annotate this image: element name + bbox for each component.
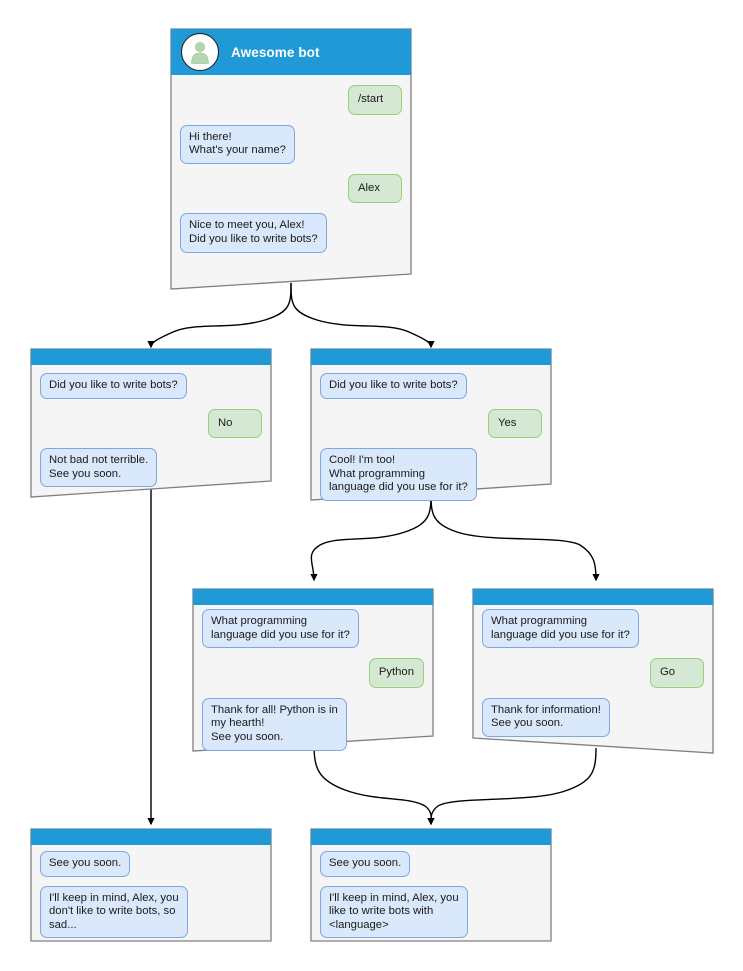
message-row: I'll keep in mind, Alex, you don't like … <box>40 885 262 939</box>
bot-message-bubble: Not bad not terrible. See you soon. <box>40 448 158 488</box>
chat-body-python-branch: What programming language did you use fo… <box>192 605 434 761</box>
bot-message-bubble: Thank for all! Python is in my hearth! S… <box>202 697 347 751</box>
chat-body-yes-branch: Did you like to write bots? Yes Cool! I'… <box>310 365 552 511</box>
bot-message-bubble: See you soon. <box>40 851 131 877</box>
message-row: Hi there! What's your name? <box>180 124 402 164</box>
user-message-bubble[interactable]: Go <box>650 658 704 688</box>
chat-card-no-branch[interactable]: Did you like to write bots? No Not bad n… <box>30 348 272 498</box>
card-header-root: Awesome bot <box>171 29 411 75</box>
card-header-no-branch <box>31 349 271 365</box>
message-row: See you soon. <box>320 851 542 877</box>
user-message-bubble[interactable]: Python <box>368 658 424 688</box>
bot-message-bubble: What programming language did you use fo… <box>202 609 359 649</box>
message-row: Did you like to write bots? <box>320 373 542 399</box>
user-message-bubble[interactable]: Alex <box>348 173 402 204</box>
user-message-bubble[interactable]: No <box>208 408 262 439</box>
bot-message-bubble: Cool! I'm too! What programming language… <box>320 448 477 501</box>
chat-body-go-branch: What programming language did you use fo… <box>472 605 714 747</box>
message-row: Thank for information! See you soon. <box>482 697 704 737</box>
bot-message-bubble: Nice to meet you, Alex! Did you like to … <box>180 213 327 253</box>
message-row: Cool! I'm too! What programming language… <box>320 448 542 501</box>
message-row: Did you like to write bots? <box>40 373 262 399</box>
chat-card-root[interactable]: Awesome bot /start Hi there! What's your… <box>170 28 412 290</box>
chat-card-end-happy[interactable]: See you soon. I'll keep in mind, Alex, y… <box>310 828 552 942</box>
bot-message-bubble: I'll keep in mind, Alex, you like to wri… <box>320 885 468 939</box>
bot-message-bubble: Thank for information! See you soon. <box>482 697 610 737</box>
message-row: Go <box>482 658 704 688</box>
bot-name-label: Awesome bot <box>231 44 320 60</box>
bot-message-bubble: Did you like to write bots? <box>40 373 187 399</box>
chat-body-end-sad: See you soon. I'll keep in mind, Alex, y… <box>30 845 272 948</box>
message-row: What programming language did you use fo… <box>202 609 424 649</box>
message-row: Not bad not terrible. See you soon. <box>40 448 262 488</box>
card-header-end-happy <box>311 829 551 845</box>
edge-root-to-yes <box>290 282 435 349</box>
chat-card-go-branch[interactable]: What programming language did you use fo… <box>472 588 714 754</box>
message-row: What programming language did you use fo… <box>482 609 704 649</box>
bot-message-bubble: I'll keep in mind, Alex, you don't like … <box>40 885 188 939</box>
card-header-python-branch <box>193 589 433 605</box>
bot-message-bubble: Hi there! What's your name? <box>180 124 295 164</box>
message-row: /start <box>180 85 402 115</box>
message-row: Nice to meet you, Alex! Did you like to … <box>180 213 402 253</box>
chat-body-end-happy: See you soon. I'll keep in mind, Alex, y… <box>310 845 552 948</box>
bot-message-bubble: Did you like to write bots? <box>320 373 467 399</box>
message-row: Thank for all! Python is in my hearth! S… <box>202 697 424 751</box>
card-header-go-branch <box>473 589 713 605</box>
card-header-yes-branch <box>311 349 551 365</box>
chat-card-yes-branch[interactable]: Did you like to write bots? Yes Cool! I'… <box>310 348 552 501</box>
chat-body-no-branch: Did you like to write bots? No Not bad n… <box>30 365 272 497</box>
user-message-bubble[interactable]: Yes <box>488 408 542 439</box>
bot-message-bubble: See you soon. <box>320 851 411 877</box>
user-message-bubble[interactable]: /start <box>348 85 402 115</box>
message-row: Alex <box>180 173 402 204</box>
message-row: Yes <box>320 408 542 439</box>
bot-message-bubble: What programming language did you use fo… <box>482 609 639 649</box>
card-header-end-sad <box>31 829 271 845</box>
message-row: No <box>40 408 262 439</box>
message-row: I'll keep in mind, Alex, you like to wri… <box>320 885 542 939</box>
edge-go-to-end-happy <box>427 747 597 826</box>
person-avatar-icon <box>181 33 219 71</box>
message-row: See you soon. <box>40 851 262 877</box>
message-row: Python <box>202 658 424 688</box>
chat-body-root: /start Hi there! What's your name? Alex … <box>170 75 412 263</box>
chat-card-end-sad[interactable]: See you soon. I'll keep in mind, Alex, y… <box>30 828 272 942</box>
chat-card-python-branch[interactable]: What programming language did you use fo… <box>192 588 434 752</box>
edge-root-to-no <box>147 282 292 349</box>
